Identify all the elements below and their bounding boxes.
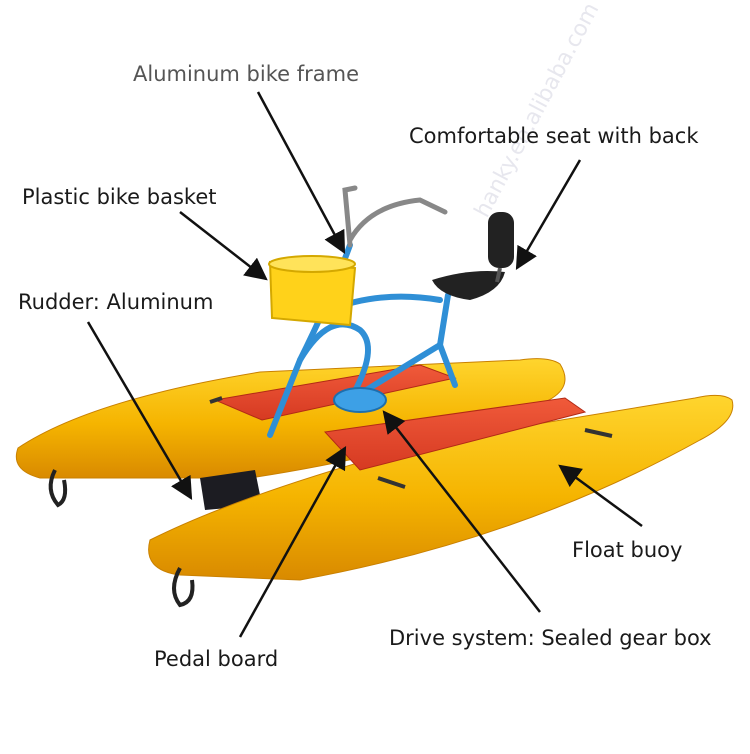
annotation-arrows: [86, 91, 643, 638]
label-rudder: Rudder: Aluminum: [18, 290, 214, 314]
handlebar: [342, 185, 448, 248]
label-frame: Aluminum bike frame: [133, 62, 359, 86]
arrow-seat: [515, 159, 582, 270]
label-pedal-board: Pedal board: [154, 647, 279, 671]
bike-seat: [432, 212, 514, 300]
sealed-gear-box: [333, 387, 387, 413]
arrow-rudder: [86, 321, 193, 500]
label-seat: Comfortable seat with back: [409, 124, 699, 148]
front-float-buoy: [148, 394, 734, 608]
back-tow-ring: [48, 469, 68, 508]
arrow-frame: [256, 91, 346, 254]
arrow-pedal-board: [238, 446, 347, 638]
arrow-drive: [382, 410, 541, 613]
front-pedal-board: [323, 397, 613, 489]
label-drive: Drive system: Sealed gear box: [389, 626, 712, 650]
bike-basket: [268, 255, 357, 327]
arrow-basket: [179, 211, 268, 281]
arrow-float: [558, 464, 643, 528]
front-tow-ring: [172, 567, 195, 608]
label-float: Float buoy: [572, 538, 683, 562]
label-basket: Plastic bike basket: [22, 185, 217, 209]
